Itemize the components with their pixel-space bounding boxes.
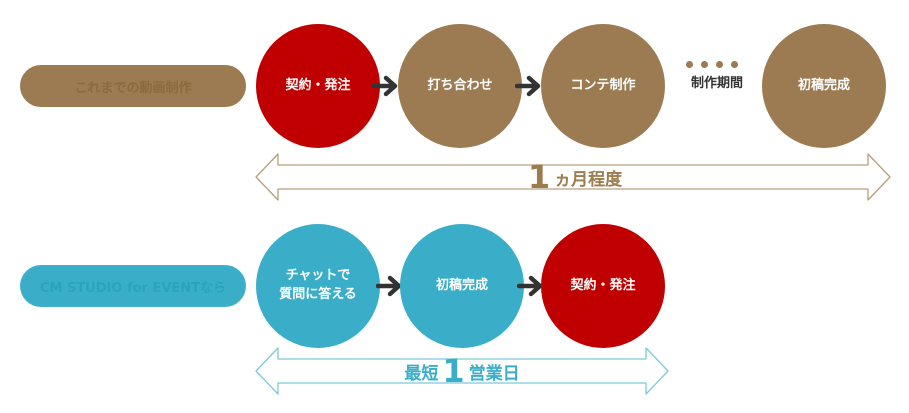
duration-number: 1 xyxy=(527,158,551,196)
step-label: 契約・発注 xyxy=(570,277,636,293)
step-label: コンテ制作 xyxy=(570,77,636,93)
step-first-draft: 初稿完成 xyxy=(400,224,524,348)
step-label: 初稿完成 xyxy=(797,77,850,93)
step-answer-chat: チャットで 質問に答える xyxy=(256,224,380,348)
step-meeting: 打ち合わせ xyxy=(398,24,522,148)
duration-suffix: ヵ月程度 xyxy=(554,169,623,190)
cm-studio-process-label: CM STUDIO for EVENTなら xyxy=(20,265,246,307)
duration-prefix: 最短 xyxy=(404,363,439,384)
duration-one-month: 1 ヵ月程度 xyxy=(256,150,890,204)
step-storyboard: コンテ制作 xyxy=(541,24,665,148)
step-contract-order: 契約・発注 xyxy=(541,224,665,348)
duration-span-arrow xyxy=(255,153,891,201)
production-period-label: 制作期間 xyxy=(690,76,743,91)
conventional-process-label: これまでの動画制作 xyxy=(20,65,246,107)
right-arrow-icon xyxy=(376,275,402,297)
right-arrow-icon xyxy=(517,275,543,297)
step-label: 初稿完成 xyxy=(435,277,488,293)
step-label: チャットで 質問に答える xyxy=(279,268,357,302)
duration-span-arrow xyxy=(255,347,669,395)
step-label: 打ち合わせ xyxy=(427,77,493,93)
right-arrow-icon xyxy=(515,75,541,97)
duration-one-business-day: 最短 1 営業日 xyxy=(256,344,668,398)
step-label: 契約・発注 xyxy=(285,77,351,93)
step-first-draft: 初稿完成 xyxy=(762,24,886,148)
duration-suffix: 営業日 xyxy=(468,363,520,384)
step-contract-order: 契約・発注 xyxy=(256,24,380,148)
duration-number: 1 xyxy=(442,352,465,390)
right-arrow-icon xyxy=(372,75,398,97)
